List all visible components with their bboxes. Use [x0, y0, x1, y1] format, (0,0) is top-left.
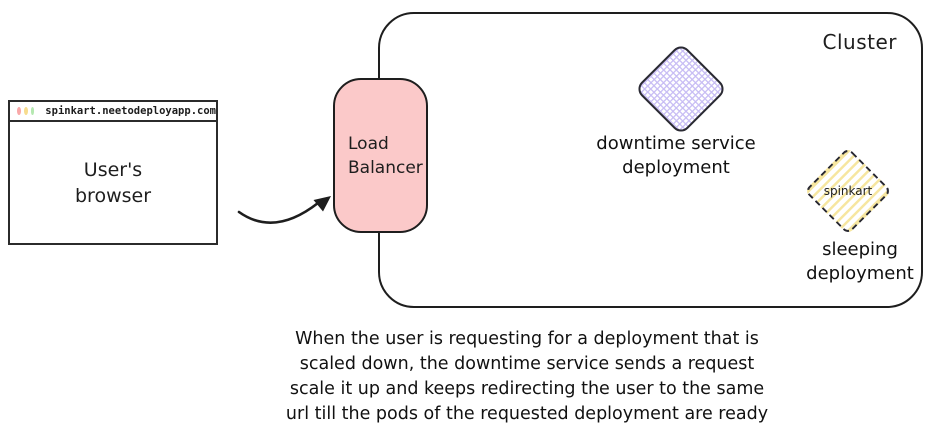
load-balancer-box: Load Balancer: [333, 78, 428, 233]
cluster-box: Cluster downtime service deployment spin…: [378, 12, 923, 308]
browser-label-line1: User's: [83, 158, 143, 181]
browser-label-line2: browser: [74, 184, 152, 207]
traffic-light-green-icon: [30, 107, 35, 115]
caption-line: When the user is requesting for a deploy…: [295, 329, 759, 349]
caption-line: url till the pods of the requested deplo…: [285, 404, 769, 424]
load-balancer-label-line1: Load: [348, 133, 389, 154]
downtime-service-diamond: [634, 42, 728, 136]
traffic-light-red-icon: [17, 107, 21, 115]
cluster-label: Cluster: [822, 30, 897, 54]
load-balancer-label-line2: Balancer: [348, 157, 423, 178]
browser-body: User's browser: [10, 122, 216, 243]
traffic-light-yellow-icon: [23, 107, 28, 115]
caption-line: scaled down, the downtime service sends …: [299, 354, 755, 374]
user-browser-window: spinkart.neetodeployapp.com User's brows…: [8, 100, 218, 245]
diagram-caption: When the user is requesting for a deploy…: [0, 327, 934, 427]
sleeping-deployment-label: sleeping deployment: [806, 239, 914, 284]
browser-url: spinkart.neetodeployapp.com: [45, 105, 216, 117]
spinkart-label: spinkart: [823, 184, 873, 198]
caption-line: scale it up and keeps redirecting the us…: [289, 379, 765, 399]
browser-titlebar: spinkart.neetodeployapp.com: [10, 102, 216, 122]
downtime-service-label: downtime service deployment: [596, 133, 756, 178]
sleeping-deployment-diamond: spinkart: [804, 147, 892, 235]
